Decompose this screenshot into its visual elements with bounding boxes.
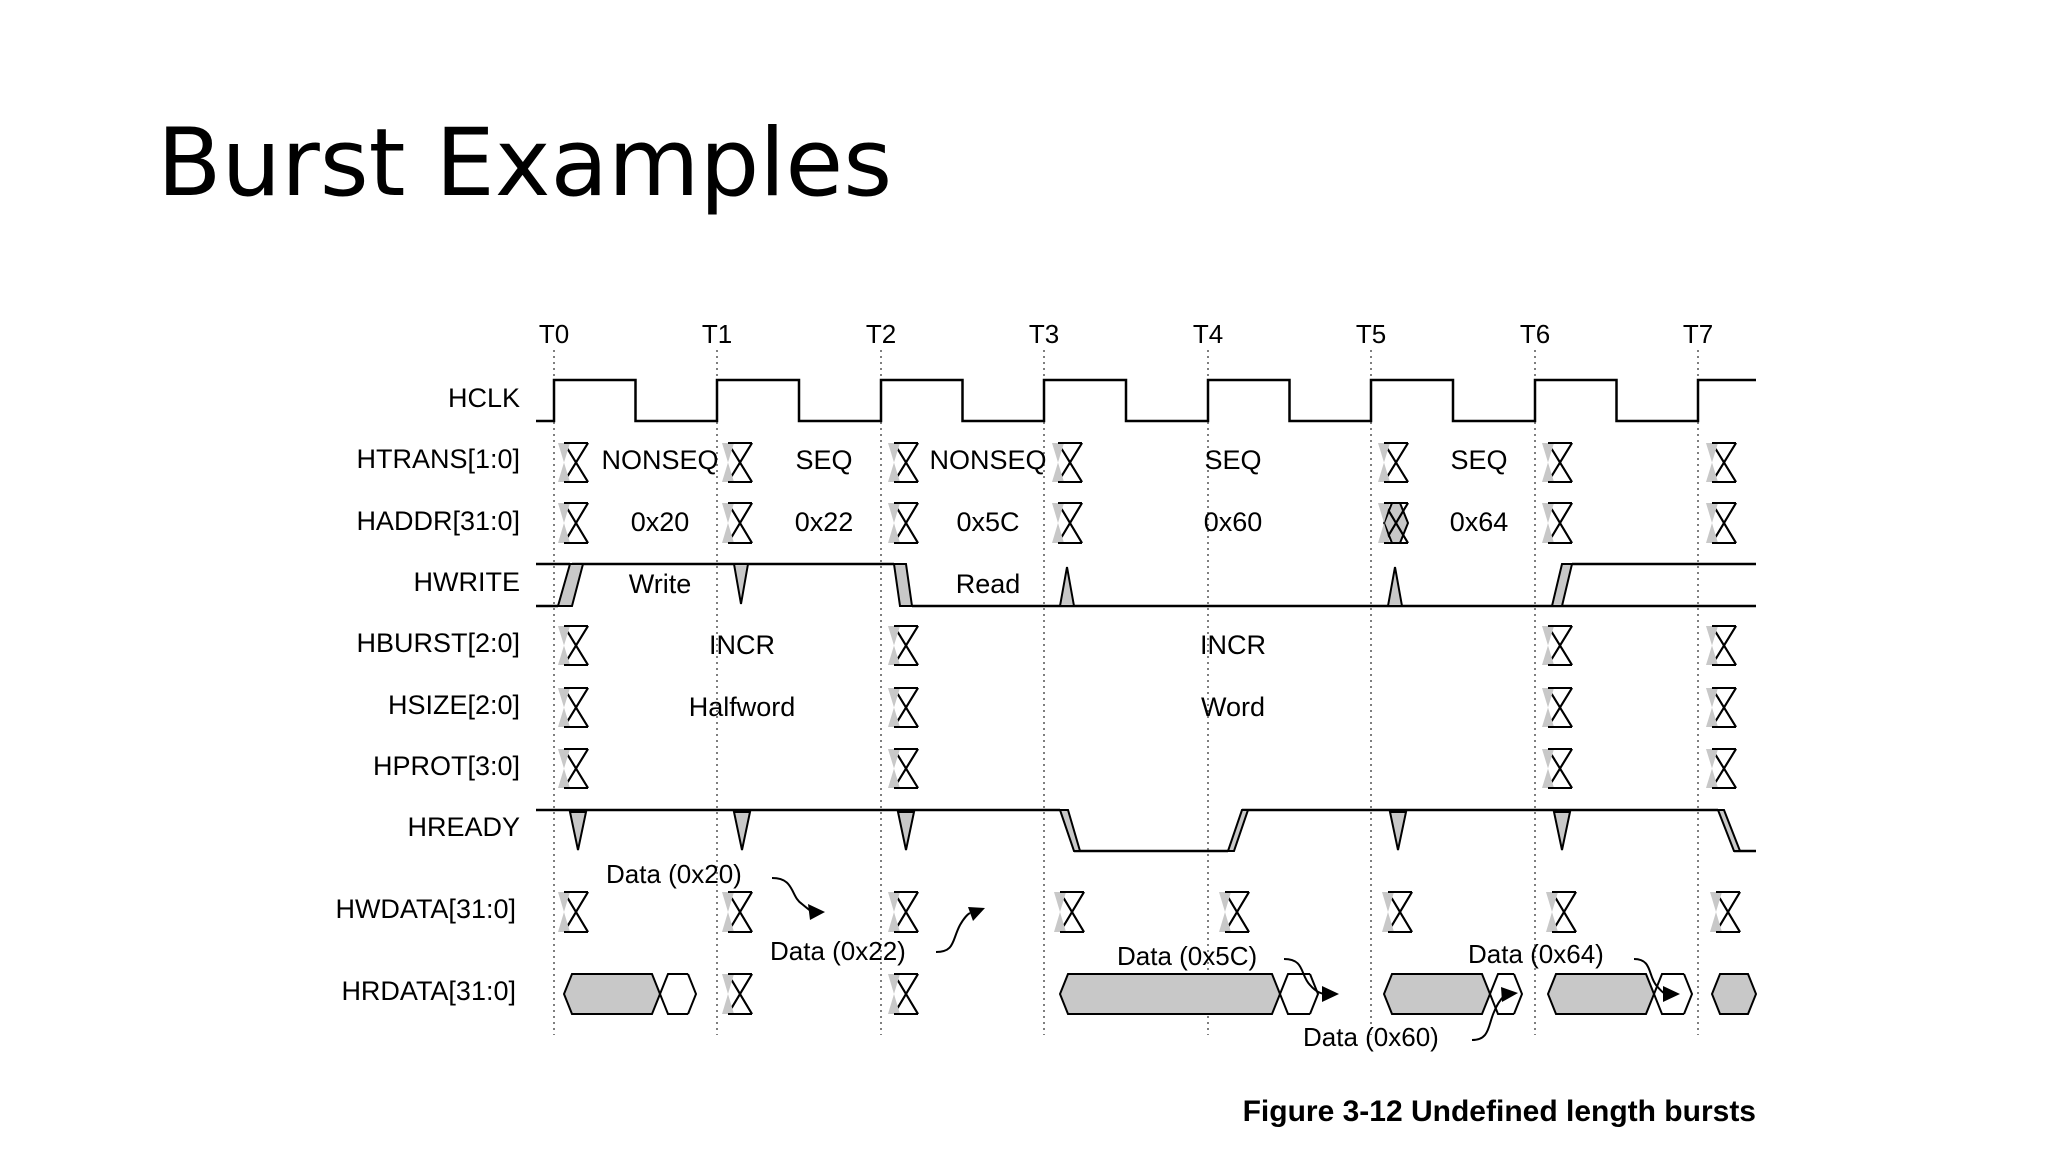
htrans-value-5: SEQ bbox=[1450, 445, 1507, 475]
haddr-value-1: 0x20 bbox=[631, 507, 690, 537]
htrans-value-2: SEQ bbox=[795, 445, 852, 475]
clock-label-t1: T1 bbox=[702, 319, 732, 349]
hsize-values: Halfword Word bbox=[689, 692, 1265, 722]
arrow-data-0x5c bbox=[1283, 958, 1327, 995]
signal-label-hsize: HSIZE[2:0] bbox=[388, 690, 520, 720]
hsize-value-2: Word bbox=[1201, 692, 1265, 722]
signal-label-hclk: HCLK bbox=[448, 383, 520, 413]
hready-waveform bbox=[536, 808, 1756, 853]
htrans-value-3: NONSEQ bbox=[929, 445, 1046, 475]
clock-label-t6: T6 bbox=[1520, 319, 1550, 349]
signal-label-htrans: HTRANS[1:0] bbox=[356, 444, 520, 474]
hsize-value-1: Halfword bbox=[689, 692, 796, 722]
htrans-value-1: NONSEQ bbox=[601, 445, 718, 475]
annotation-data-0x22: Data (0x22) bbox=[770, 936, 906, 966]
hburst-waveform bbox=[558, 625, 1737, 666]
haddr-value-5: 0x64 bbox=[1450, 507, 1509, 537]
annotation-data-0x20: Data (0x20) bbox=[606, 859, 742, 889]
signal-label-hrdata: HRDATA[31:0] bbox=[341, 976, 516, 1006]
haddr-waveform bbox=[558, 502, 1737, 544]
hburst-values: INCR INCR bbox=[709, 630, 1266, 660]
clock-label-t5: T5 bbox=[1356, 319, 1386, 349]
signal-label-hprot: HPROT[3:0] bbox=[373, 751, 520, 781]
htrans-values: NONSEQ SEQ NONSEQ SEQ SEQ bbox=[601, 445, 1507, 475]
bus-waveforms bbox=[558, 442, 1758, 1015]
annotation-data-0x5c: Data (0x5C) bbox=[1117, 941, 1257, 971]
clock-label-t3: T3 bbox=[1029, 319, 1059, 349]
clock-label-t2: T2 bbox=[866, 319, 896, 349]
arrow-data-0x20 bbox=[771, 877, 813, 913]
signal-label-hready: HREADY bbox=[407, 812, 520, 842]
annotation-arrowheads bbox=[808, 904, 1680, 1002]
clock-label-t4: T4 bbox=[1193, 319, 1223, 349]
hburst-value-2: INCR bbox=[1200, 630, 1266, 660]
hprot-waveform bbox=[558, 748, 1737, 789]
hwdata-waveform bbox=[558, 891, 1741, 933]
htrans-value-4: SEQ bbox=[1204, 445, 1261, 475]
annotation-data-0x60: Data (0x60) bbox=[1303, 1022, 1439, 1052]
signal-label-hwrite: HWRITE bbox=[414, 567, 520, 597]
haddr-value-4: 0x60 bbox=[1204, 507, 1263, 537]
hburst-value-1: INCR bbox=[709, 630, 775, 660]
hwrite-value-read: Read bbox=[956, 569, 1021, 599]
figure-caption: Figure 3-12 Undefined length bursts bbox=[1243, 1095, 1756, 1128]
signal-label-hwdata: HWDATA[31:0] bbox=[335, 894, 516, 924]
hwrite-glitches bbox=[556, 563, 1574, 607]
clock-label-t7: T7 bbox=[1683, 319, 1713, 349]
arrow-data-0x22 bbox=[935, 912, 971, 953]
signal-labels: HCLK HTRANS[1:0] HADDR[31:0] HWRITE HBUR… bbox=[335, 383, 520, 1006]
clock-edge-labels: T0 T1 T2 T3 T4 T5 T6 T7 bbox=[539, 319, 1713, 349]
haddr-value-2: 0x22 bbox=[795, 507, 854, 537]
hclk-waveform bbox=[536, 378, 1756, 423]
data-annotations: Data (0x20) Data (0x22) Data (0x5C) Data… bbox=[606, 859, 1604, 1052]
hsize-waveform bbox=[558, 687, 1737, 728]
haddr-values: 0x20 0x22 0x5C 0x60 0x64 bbox=[631, 507, 1509, 537]
hwrite-waveform bbox=[536, 562, 1756, 608]
hwrite-values: Write Read bbox=[629, 569, 1021, 599]
annotation-data-0x64: Data (0x64) bbox=[1468, 939, 1604, 969]
hrdata-waveform bbox=[562, 973, 1758, 1015]
hready-glitches bbox=[568, 809, 1742, 852]
slide-title: Burst Examples bbox=[157, 109, 893, 218]
signal-label-hburst: HBURST[2:0] bbox=[356, 628, 520, 658]
clock-edge-grid bbox=[553, 350, 1699, 1035]
haddr-value-3: 0x5C bbox=[956, 507, 1019, 537]
clock-label-t0: T0 bbox=[539, 319, 569, 349]
htrans-waveform bbox=[558, 442, 1737, 483]
signal-label-haddr: HADDR[31:0] bbox=[356, 506, 520, 536]
hwrite-value-write: Write bbox=[629, 569, 692, 599]
